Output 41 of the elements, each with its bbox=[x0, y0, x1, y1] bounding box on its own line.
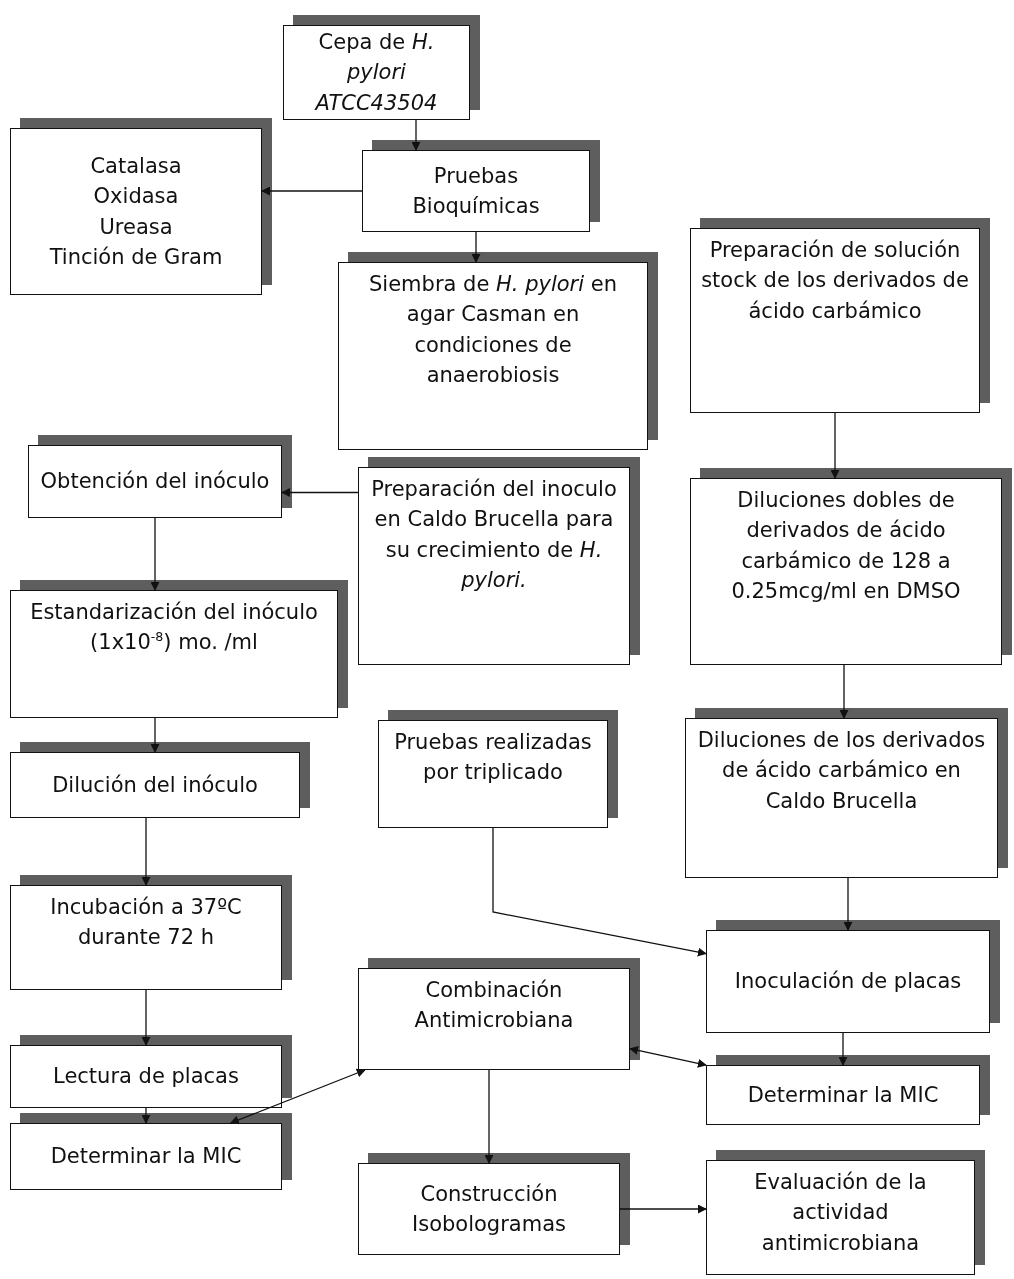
arrow bbox=[261, 186, 363, 196]
arrow bbox=[141, 1107, 151, 1124]
arrow bbox=[229, 1068, 366, 1125]
box-text: Construcción Isobologramas bbox=[411, 1180, 567, 1238]
box-text: Obtención del inóculo bbox=[40, 468, 270, 496]
box-text: Ureasa bbox=[99, 213, 173, 241]
arrow bbox=[484, 1069, 494, 1164]
box-text: Pruebas realizadas por triplicado bbox=[393, 729, 593, 787]
box-text: Incubación a 37ºC durante 72 h bbox=[49, 894, 243, 952]
box-text: Oxidasa bbox=[93, 183, 179, 211]
box-text: Catalasa bbox=[90, 152, 182, 180]
arrow bbox=[141, 989, 151, 1046]
arrow bbox=[411, 119, 421, 151]
box-text: Pruebas Bioquímicas bbox=[411, 162, 541, 220]
arrow bbox=[619, 1204, 707, 1214]
arrow bbox=[471, 231, 481, 263]
arrow bbox=[492, 827, 707, 957]
box-text: Combinación Antimicrobiana bbox=[413, 977, 575, 1035]
box-text: Diluciones de los derivados de ácido carbámico en Caldo Brucella bbox=[696, 727, 987, 815]
box-text: Determinar la MIC bbox=[50, 1143, 242, 1171]
box-text: Inoculación de placas bbox=[734, 968, 962, 996]
box-text: Determinar la MIC bbox=[747, 1081, 939, 1109]
arrow bbox=[141, 817, 151, 886]
arrow bbox=[839, 664, 849, 719]
arrow bbox=[281, 488, 359, 497]
box-text: Evaluación de la actividad antimicrobiana bbox=[753, 1169, 928, 1257]
box-text: Estandarización del inóculo (1x10$^{-8}$) mo. /ml bbox=[29, 599, 319, 657]
box-text: Preparación de solución stock de los derivados de ácido carbámico bbox=[700, 237, 970, 325]
box-text: Tinción de Gram bbox=[49, 243, 223, 271]
arrow bbox=[838, 1032, 848, 1066]
box-text: Siembra de H. pylori en agar Casman en condiciones de anaerobiosis bbox=[368, 271, 618, 390]
box-text: Diluciones dobles de derivados de ácido carbámico de 128 a 0.25mcg/ml en DMSO bbox=[730, 487, 962, 606]
arrow bbox=[150, 717, 160, 753]
box-text: Preparación del inoculo en Caldo Brucella para su crecimiento de H. pylori. bbox=[370, 476, 618, 595]
box-text: Lectura de placas bbox=[53, 1063, 239, 1091]
arrow bbox=[629, 1045, 707, 1068]
box-text: Cepa de H. pylori ATCC43504 bbox=[313, 28, 439, 117]
box-text: Dilución del inóculo bbox=[52, 771, 258, 799]
arrow bbox=[830, 412, 840, 479]
arrow bbox=[150, 517, 160, 591]
arrow bbox=[843, 877, 853, 931]
